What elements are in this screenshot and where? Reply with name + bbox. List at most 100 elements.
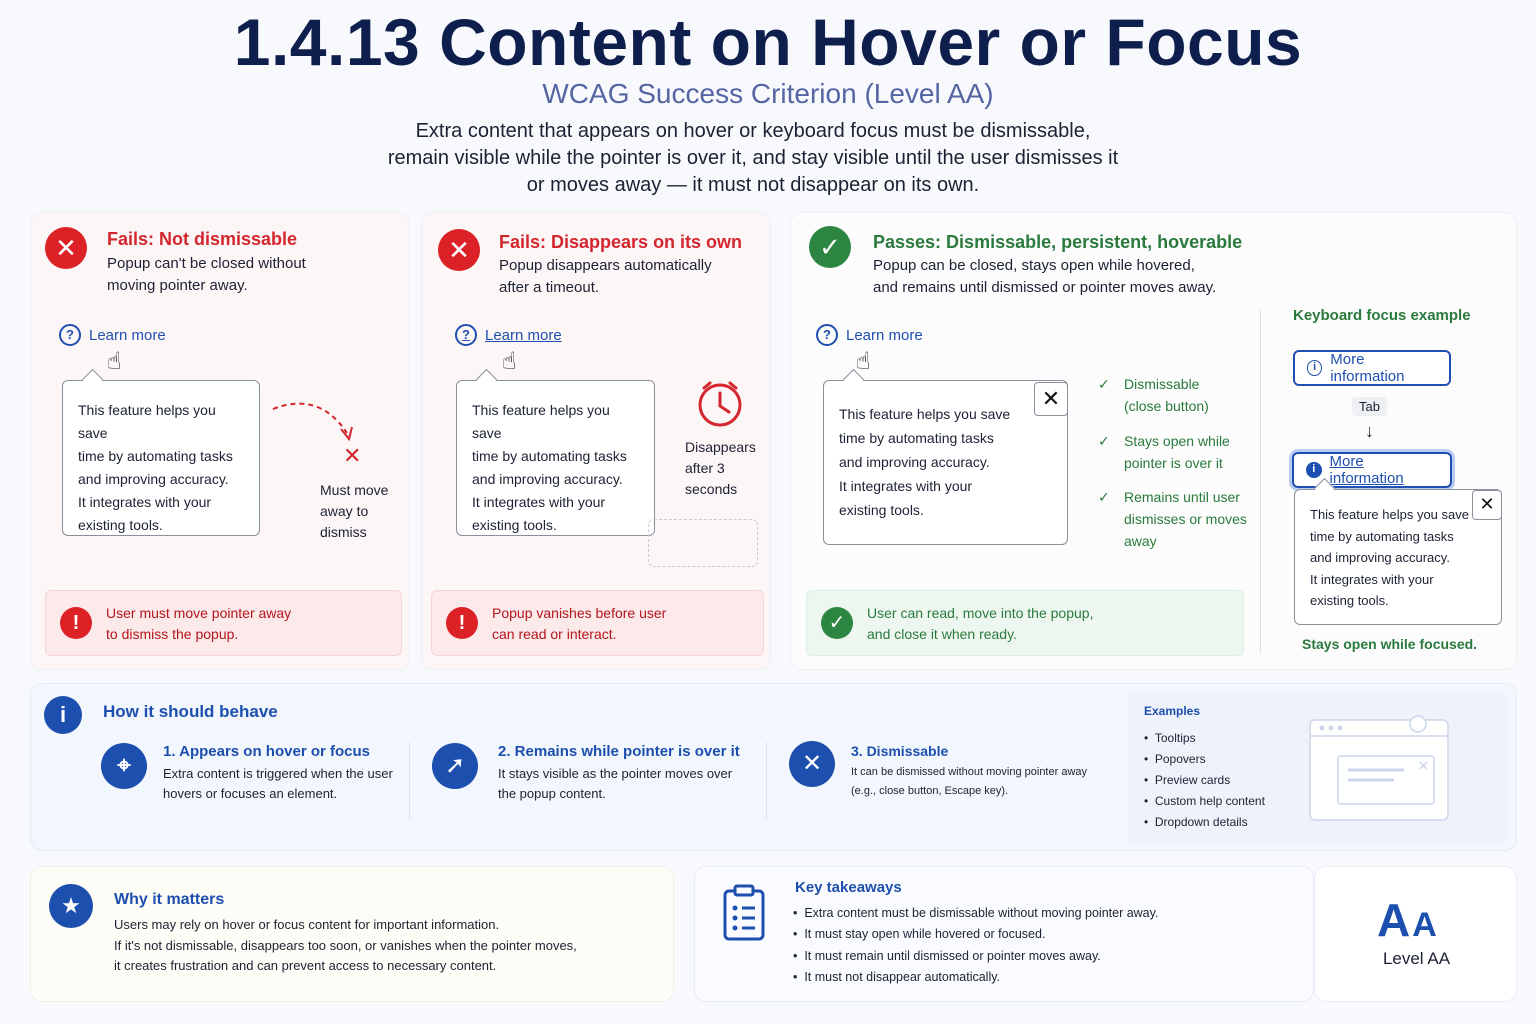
why-line: it creates frustration and can prevent a… <box>114 958 497 973</box>
banner-line: User must move pointer away <box>106 605 292 621</box>
popup-line: and improving accuracy. <box>839 454 990 470</box>
level-glyph: A <box>1377 894 1411 946</box>
info-icon: i <box>44 696 82 734</box>
pointer-icon: ➚ <box>432 743 478 789</box>
popup-line: It integrates with your <box>1310 571 1434 587</box>
step-line: Extra content is triggered when the user <box>163 766 393 781</box>
intro-text: Extra content that appears on hover or k… <box>330 118 1176 199</box>
example-item: • Preview cards <box>1144 773 1231 787</box>
check-mark-icon: ✓ <box>1098 489 1110 505</box>
hover-popup: This feature helps you save time by auto… <box>62 380 260 536</box>
pass-description: Popup can be closed, stays open while ho… <box>873 255 1216 299</box>
check-item: ✓ Stays open while pointer is over it <box>1098 430 1230 474</box>
popup-line: existing tools. <box>472 517 557 533</box>
example-item: • Custom help content <box>1144 794 1265 808</box>
focus-popup: This feature helps you save time by auto… <box>1294 489 1502 625</box>
banner-line: User can read, move into the popup, <box>867 605 1094 621</box>
hand-cursor-icon: ☝ <box>107 348 122 375</box>
help-icon: ? <box>59 324 81 346</box>
popup-line: It integrates with your <box>78 494 212 510</box>
level-glyph: A <box>1412 906 1437 944</box>
note-line: Must move <box>320 482 389 498</box>
why-heading: Why it matters <box>114 891 225 908</box>
learn-more-link[interactable]: ? Learn more <box>59 324 166 346</box>
fail-heading: Fails: Not dismissable <box>107 229 298 249</box>
key-takeaways-panel: Key takeaways • Extra content must be di… <box>694 866 1314 1002</box>
check-item: ✓ Remains until user dismisses or moves … <box>1098 486 1247 552</box>
alert-icon: ! <box>60 607 92 639</box>
level-aa-panel: AA Level AA <box>1314 866 1517 1002</box>
popup-line: It integrates with your <box>472 494 606 510</box>
note-line: Disappears <box>685 439 756 455</box>
page-subtitle: WCAG Success Criterion (Level AA) <box>542 78 994 109</box>
check-line: Dismissable <box>1124 376 1200 392</box>
fail-heading: Fails: Disappears on its own <box>499 232 743 252</box>
popup-line: and improving accuracy. <box>472 471 623 487</box>
close-button[interactable]: ✕ <box>1472 490 1502 520</box>
close-icon: ✕ <box>789 741 835 787</box>
fail-banner: ! Popup vanishes before user can read or… <box>431 590 764 656</box>
fail-note: Must move away to dismiss <box>320 480 388 543</box>
step-line: It can be dismissed without moving point… <box>851 766 1088 778</box>
button-label: More information <box>1329 453 1404 487</box>
takeaway-item: • It must not disappear automatically. <box>793 969 1001 984</box>
check-line: pointer is over it <box>1124 455 1223 471</box>
learn-more-label: Learn more <box>485 326 562 344</box>
popup-line: This feature helps you save <box>472 402 610 441</box>
desc-line: Popup can be closed, stays open while ho… <box>873 257 1195 274</box>
step-description: It can be dismissed without moving point… <box>851 763 1087 801</box>
level-label: Level AA <box>1382 949 1451 968</box>
step-title: 3. Dismissable <box>851 743 949 759</box>
step-line: (e.g., close button, Escape key). <box>851 785 1009 797</box>
behave-heading: How it should behave <box>103 702 278 721</box>
pass-card: ✓ Passes: Dismissable, persistent, hover… <box>790 212 1517 670</box>
learn-more-label: Learn more <box>89 326 166 344</box>
desc-line: Popup disappears automatically <box>499 257 712 274</box>
why-text: Users may rely on hover or focus content… <box>114 915 577 977</box>
popup-line: time by automating tasks <box>78 448 233 464</box>
check-item: ✓ Dismissable (close button) <box>1098 373 1209 417</box>
example-item: • Dropdown details <box>1144 815 1248 829</box>
banner-line: and close it when ready. <box>867 626 1017 642</box>
divider <box>766 742 767 820</box>
check-line: Stays open while <box>1124 433 1230 449</box>
step-description: It stays visible as the pointer moves ov… <box>498 764 732 804</box>
more-information-button-focused[interactable]: i More information <box>1292 452 1452 488</box>
intro-line: or moves away — it must not disappear on… <box>526 174 980 196</box>
intro-line: Extra content that appears on hover or k… <box>415 120 1091 142</box>
hover-popup: This feature helps you save time by auto… <box>456 380 655 536</box>
clipboard-checklist-icon <box>723 884 765 941</box>
takeaway-label: It must not disappear automatically. <box>804 969 1001 984</box>
banner-line: can read or interact. <box>492 626 617 642</box>
help-icon: ? <box>455 324 477 346</box>
crosshair-icon: ⌖ <box>101 743 147 789</box>
step-description: Extra content is triggered when the user… <box>163 764 393 804</box>
examples-box: Examples • Tooltips • Popovers • Preview… <box>1128 692 1508 844</box>
info-icon: i <box>1307 360 1323 376</box>
learn-more-link[interactable]: ? Learn more <box>816 324 923 346</box>
banner-text: User can read, move into the popup, and … <box>867 603 1093 645</box>
popup-line: It integrates with your <box>839 478 973 494</box>
example-label: Custom help content <box>1154 794 1265 808</box>
more-information-button[interactable]: i More information <box>1293 350 1451 386</box>
takeaway-label: It must stay open while hovered or focus… <box>804 927 1046 942</box>
check-line: (close button) <box>1124 398 1209 414</box>
popup-line: existing tools. <box>78 517 163 533</box>
fail-x-icon: ✕ <box>438 229 480 271</box>
note-line: seconds <box>685 481 738 497</box>
banner-line: to dismiss the popup. <box>106 626 239 642</box>
keyboard-footer: Stays open while focused. <box>1302 636 1478 652</box>
note-line: away to <box>320 503 369 519</box>
desc-line: moving pointer away. <box>107 277 248 294</box>
desc-line: after a timeout. <box>499 279 600 296</box>
popup-line: existing tools. <box>839 502 924 518</box>
example-label: Popovers <box>1154 752 1206 766</box>
banner-line: Popup vanishes before user <box>492 605 667 621</box>
learn-more-link[interactable]: ? Learn more <box>455 324 562 346</box>
popup-line: and improving accuracy. <box>78 471 229 487</box>
dashed-arrow-icon <box>272 402 353 442</box>
timeout-note: Disappears after 3 seconds <box>685 437 756 500</box>
close-button[interactable]: ✕ <box>1034 382 1068 416</box>
pass-banner: ✓ User can read, move into the popup, an… <box>806 590 1244 656</box>
fail-description: Popup disappears automatically after a t… <box>499 255 712 299</box>
